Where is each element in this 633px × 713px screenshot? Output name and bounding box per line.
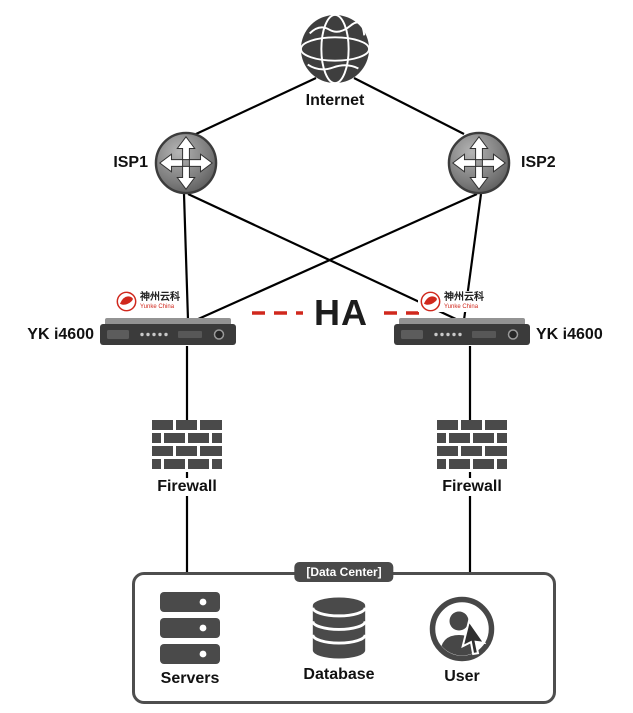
database-node: Database xyxy=(299,596,379,684)
yk-i4600-right-label: YK i4600 xyxy=(536,326,603,343)
internet-label: Internet xyxy=(301,92,369,110)
firewall-icon xyxy=(437,420,507,472)
vendor-name-en: Yunke China xyxy=(444,303,479,310)
yunke-china-logo-icon xyxy=(420,291,441,312)
servers-icon xyxy=(160,592,220,664)
appliance-icon xyxy=(394,318,530,345)
internet-globe-icon xyxy=(299,13,371,85)
yk-i4600-left-label: YK i4600 xyxy=(27,326,94,343)
vendor-logo-right: 神州云科 Yunke China xyxy=(418,291,486,312)
edge-isp2-yk-left xyxy=(195,192,478,322)
vendor-name-cn: 神州云科 xyxy=(444,292,484,304)
yk-i4600-left-node xyxy=(100,318,236,348)
router-icon xyxy=(154,131,218,195)
edge-internet-isp1 xyxy=(195,77,317,135)
servers-label: Servers xyxy=(156,670,224,688)
database-icon xyxy=(311,597,367,659)
router-icon xyxy=(447,131,511,195)
yunke-china-logo-icon xyxy=(116,291,137,312)
user-node: User xyxy=(424,596,500,686)
isp2-label: ISP2 xyxy=(521,154,556,171)
servers-node: Servers xyxy=(152,592,228,688)
vendor-name-cn: 神州云科 xyxy=(140,292,180,304)
vendor-logo-text: 神州云科 Yunke China xyxy=(444,292,484,310)
isp1-label: ISP1 xyxy=(113,154,148,171)
isp1-node xyxy=(154,131,218,195)
isp2-node xyxy=(447,131,511,195)
vendor-logo-left: 神州云科 Yunke China xyxy=(114,291,182,312)
firewall-right-node: Firewall xyxy=(432,420,512,496)
vendor-logo-text: 神州云科 Yunke China xyxy=(140,292,180,310)
database-label: Database xyxy=(299,666,379,684)
firewall-left-label: Firewall xyxy=(153,478,221,496)
appliance-icon xyxy=(100,318,236,345)
edge-internet-isp2 xyxy=(353,77,465,135)
firewall-right-label: Firewall xyxy=(438,478,506,496)
edge-isp1-yk-left xyxy=(182,193,190,321)
user-cursor-icon xyxy=(429,596,495,662)
user-label: User xyxy=(440,668,484,686)
edge-isp1-yk-right xyxy=(187,193,459,321)
datacenter-badge: [Data Center] xyxy=(294,562,394,582)
firewall-left-node: Firewall xyxy=(147,420,227,496)
ha-label: HA xyxy=(303,292,379,334)
firewall-icon xyxy=(152,420,222,472)
yk-i4600-right-node xyxy=(394,318,530,348)
internet-node: Internet xyxy=(295,12,375,110)
vendor-name-en: Yunke China xyxy=(140,303,175,310)
